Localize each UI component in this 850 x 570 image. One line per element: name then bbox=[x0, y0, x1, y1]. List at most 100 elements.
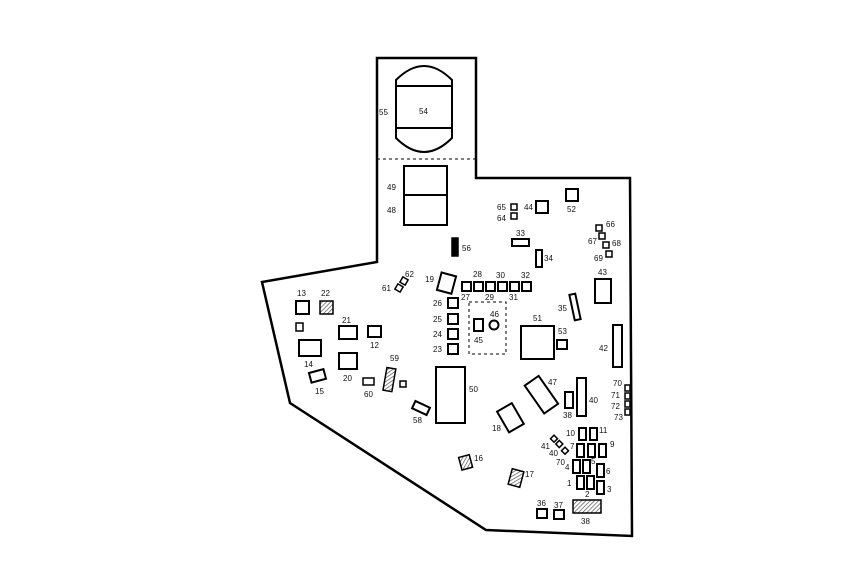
label-9: 9 bbox=[610, 440, 615, 449]
label-34: 34 bbox=[544, 254, 553, 263]
label-33: 33 bbox=[516, 229, 525, 238]
part-60 bbox=[410, 399, 432, 417]
label-21: 21 bbox=[342, 316, 351, 325]
label-25: 25 bbox=[433, 315, 442, 324]
part-61b bbox=[399, 380, 407, 388]
part-41 bbox=[549, 434, 559, 444]
part-49 bbox=[523, 374, 560, 415]
label-18: 18 bbox=[492, 424, 501, 433]
label-5: 5 bbox=[591, 457, 596, 466]
label-27: 27 bbox=[461, 293, 470, 302]
part-32 bbox=[521, 281, 532, 292]
label-48: 40 bbox=[589, 396, 598, 405]
part-36 bbox=[536, 508, 548, 519]
label-layer: 54 55 49 48 56 65 64 44 52 33 34 66 67 6… bbox=[297, 107, 623, 526]
part-10 bbox=[578, 427, 587, 441]
part-24 bbox=[447, 328, 459, 340]
part-67 bbox=[595, 224, 603, 232]
label-64: 62 bbox=[405, 270, 414, 279]
dashed-zone bbox=[468, 301, 507, 355]
part-29 bbox=[485, 281, 496, 292]
part-21 bbox=[338, 325, 358, 340]
part-12 bbox=[367, 325, 382, 338]
floor-outline bbox=[260, 56, 634, 538]
part-45 bbox=[473, 318, 484, 332]
part-47 bbox=[564, 391, 574, 409]
part-9 bbox=[598, 443, 607, 458]
label-58: 55 bbox=[379, 108, 388, 117]
part-37 bbox=[553, 509, 565, 520]
label-22: 22 bbox=[321, 289, 330, 298]
part-63 bbox=[393, 282, 405, 294]
part-16 bbox=[457, 453, 474, 471]
label-36: 36 bbox=[537, 499, 546, 508]
label-51: 49 bbox=[387, 183, 396, 192]
label-62: 60 bbox=[364, 390, 373, 399]
label-3: 3 bbox=[607, 485, 612, 494]
part-73 bbox=[624, 400, 631, 408]
label-7: 7 bbox=[570, 442, 575, 451]
label-20: 20 bbox=[343, 374, 352, 383]
label-66: 65 bbox=[497, 203, 506, 212]
label-68: 67 bbox=[588, 237, 597, 246]
label-45: 45 bbox=[474, 336, 483, 345]
part-53 bbox=[520, 325, 555, 360]
part-15 bbox=[307, 367, 328, 384]
label-29: 29 bbox=[485, 293, 494, 302]
part-51 bbox=[403, 165, 448, 196]
label-61: 59 bbox=[390, 354, 399, 363]
part-43 bbox=[594, 278, 612, 304]
label-2: 2 bbox=[585, 490, 590, 499]
label-72: 71 bbox=[611, 391, 620, 400]
part-40b bbox=[560, 446, 570, 456]
label-12: 12 bbox=[370, 341, 379, 350]
label-31: 31 bbox=[509, 293, 518, 302]
part-48 bbox=[576, 377, 587, 417]
label-42: 42 bbox=[599, 344, 608, 353]
label-11: 11 bbox=[599, 426, 608, 435]
label-50: 48 bbox=[387, 206, 396, 215]
part-18 bbox=[495, 401, 526, 434]
part-61 bbox=[382, 366, 397, 393]
label-49: 47 bbox=[548, 378, 557, 387]
part-20 bbox=[338, 352, 358, 370]
part-28 bbox=[473, 281, 484, 292]
part-5 bbox=[582, 459, 591, 474]
part-50 bbox=[403, 194, 448, 226]
part-7 bbox=[576, 443, 585, 458]
part-74 bbox=[624, 408, 631, 416]
label-19: 19 bbox=[425, 275, 434, 284]
label-70: 69 bbox=[594, 254, 603, 263]
part-42 bbox=[612, 324, 623, 368]
label-26: 26 bbox=[433, 299, 442, 308]
part-68 bbox=[598, 232, 606, 240]
label-38: 38 bbox=[581, 517, 590, 526]
label-13: 13 bbox=[297, 289, 306, 298]
label-74: 73 bbox=[614, 413, 623, 422]
part-4 bbox=[572, 459, 581, 474]
label-44: 44 bbox=[524, 203, 533, 212]
part-70a bbox=[605, 250, 613, 258]
part-8 bbox=[587, 443, 596, 458]
label-71: 70 bbox=[613, 379, 622, 388]
label-59: 56 bbox=[462, 244, 471, 253]
part-19 bbox=[435, 271, 458, 295]
label-15: 15 bbox=[315, 387, 324, 396]
part-13b bbox=[295, 322, 304, 332]
part-22 bbox=[319, 300, 334, 315]
label-73: 72 bbox=[611, 402, 620, 411]
part-6 bbox=[596, 463, 605, 478]
part-66 bbox=[510, 203, 518, 211]
part-72 bbox=[624, 392, 631, 400]
part-11 bbox=[589, 427, 598, 441]
part-23 bbox=[447, 343, 459, 355]
label-6: 6 bbox=[606, 467, 611, 476]
label-17: 17 bbox=[525, 470, 534, 479]
part-2 bbox=[586, 475, 595, 490]
part-31 bbox=[509, 281, 520, 292]
part-26 bbox=[447, 297, 459, 309]
label-69: 68 bbox=[612, 239, 621, 248]
part-3 bbox=[596, 480, 605, 495]
part-1 bbox=[576, 475, 585, 490]
